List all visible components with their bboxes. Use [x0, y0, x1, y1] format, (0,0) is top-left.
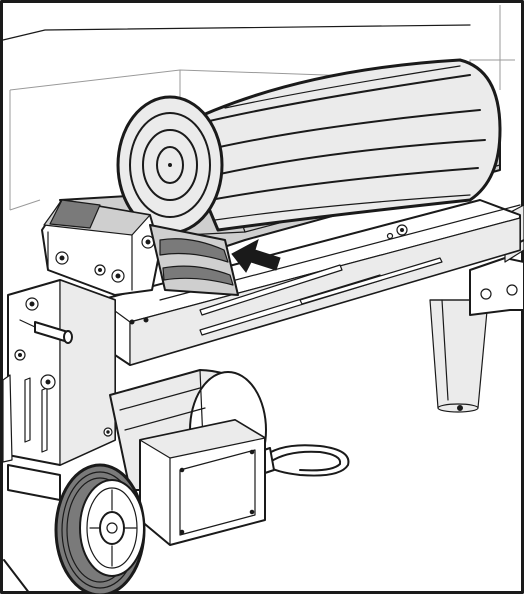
support-leg: [429, 299, 489, 413]
push-plate-assembly: [41, 199, 161, 296]
bolt-icon: [386, 232, 394, 240]
control-lever-icon: [19, 319, 73, 344]
axle-bracket: [3, 464, 61, 594]
machine-beam: [99, 199, 521, 366]
left-edge-bracket: [2, 374, 13, 463]
wheel-icon: [54, 463, 146, 594]
left-frame: [7, 279, 116, 466]
splitting-wedge-icon: [149, 224, 239, 296]
push-arrow-icon: [231, 238, 281, 273]
bolt-icon: [457, 405, 463, 411]
power-cable-icon: [257, 444, 350, 477]
switch-box-icon: [139, 419, 266, 546]
log: [116, 58, 502, 235]
